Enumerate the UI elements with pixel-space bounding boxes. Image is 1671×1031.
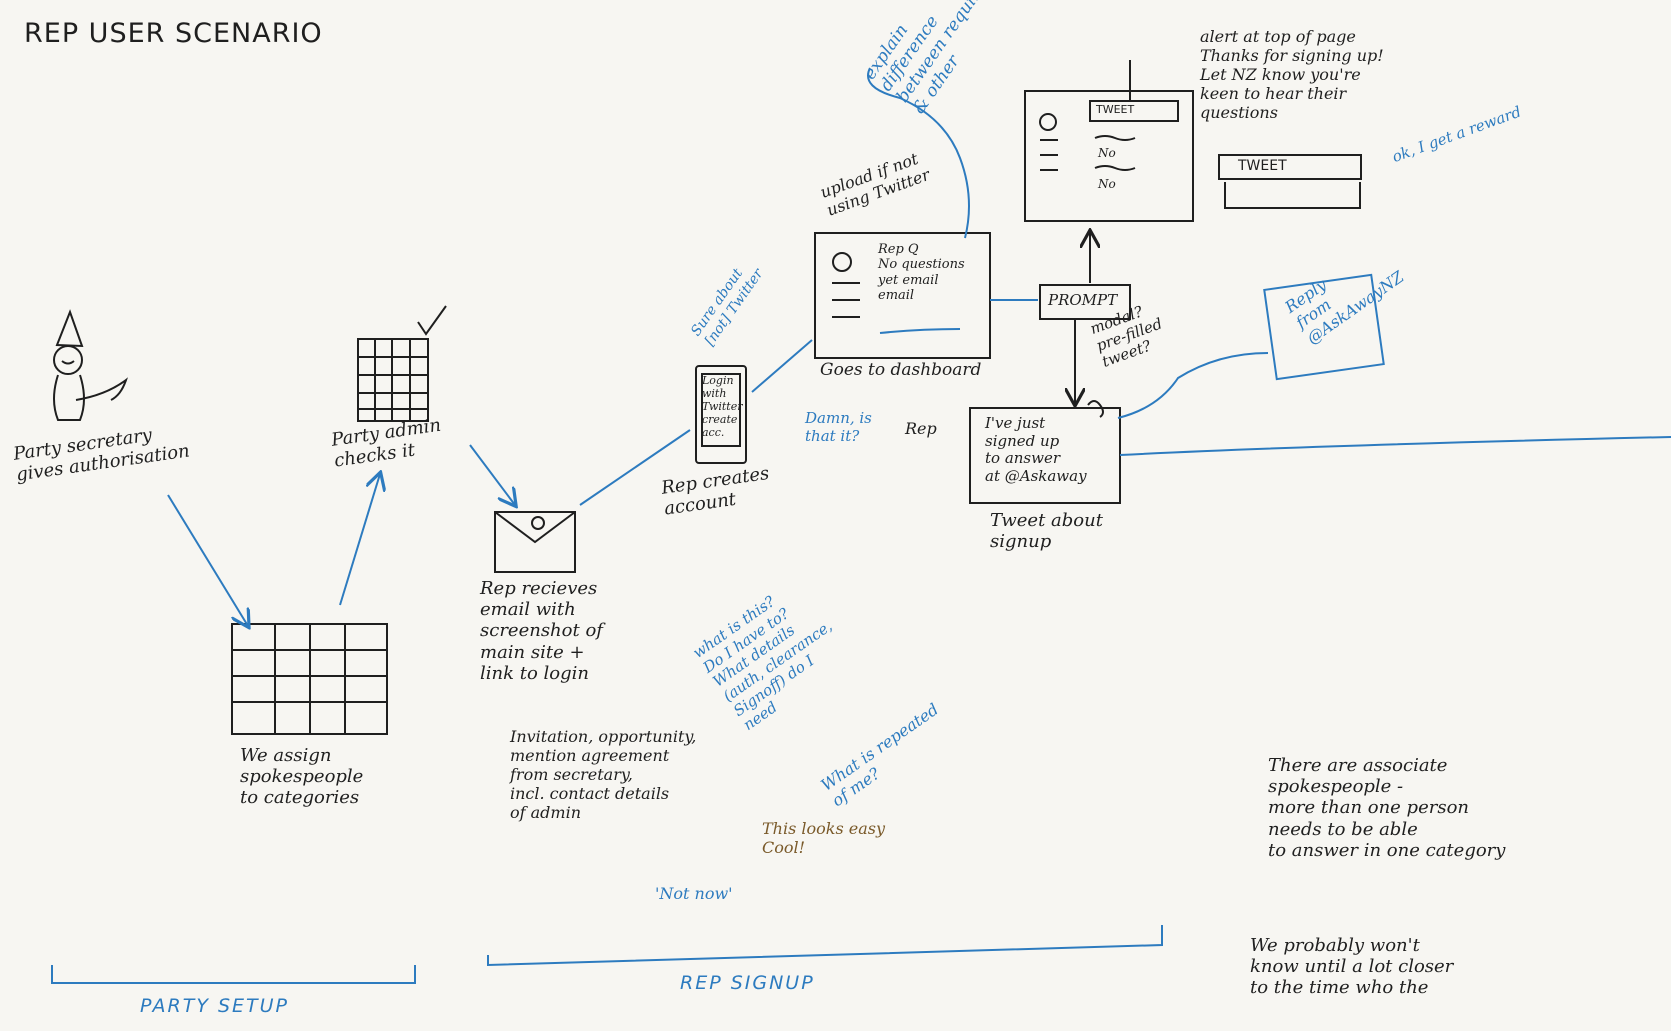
tweet-about-label: Tweet about signup: [990, 510, 1103, 553]
modal-tweet-label: TWEET: [1096, 103, 1135, 116]
associate-note: There are associate spokespeople - more …: [1268, 755, 1506, 861]
damn-note: Damn, is that it?: [805, 409, 872, 445]
email-envelope: [494, 511, 576, 573]
dashboard-sketch: [814, 232, 991, 359]
alert-tweet-button-label: TWEET: [1238, 158, 1287, 174]
modal-sketch: [1024, 60, 1194, 222]
prompt-label: PROMPT: [1048, 291, 1118, 309]
goes-dashboard-label: Goes to dashboard: [820, 360, 982, 380]
email-label: Rep recieves email with screenshot of ma…: [480, 578, 603, 684]
assign-grid: [231, 623, 388, 735]
not-now-note: 'Not now': [655, 884, 733, 903]
tweet-box-text: I've just signed up to answer at @Askawa…: [985, 414, 1087, 486]
section-party-setup: PARTY SETUP: [140, 995, 289, 1017]
alert-tweet-button-sketch: TWEET: [1218, 154, 1362, 180]
modal-line-2: No: [1098, 177, 1116, 191]
tweet-sketch: [969, 400, 1121, 504]
rep-label: Rep: [905, 419, 937, 438]
assign-label: We assign spokespeople to categories: [240, 745, 364, 809]
admin-grid: [357, 305, 447, 422]
alert-text: alert at top of page Thanks for signing …: [1200, 27, 1384, 122]
invitation-label: Invitation, opportunity, mention agreeme…: [510, 727, 697, 822]
phone-sketch: [695, 365, 747, 464]
modal-line-1: No: [1098, 146, 1116, 160]
timing-note: We probably won't know until a lot close…: [1250, 935, 1454, 999]
phone-screen-text: Login with Twitter create acc.: [702, 374, 743, 439]
section-rep-signup: REP SIGNUP: [680, 972, 815, 994]
looks-easy-note: This looks easy Cool!: [762, 819, 886, 857]
dashboard-screen-text: Rep Q No questions yet email email: [878, 242, 965, 303]
secretary-figure: [53, 309, 128, 421]
page-title: REP USER SCENARIO: [24, 18, 323, 49]
